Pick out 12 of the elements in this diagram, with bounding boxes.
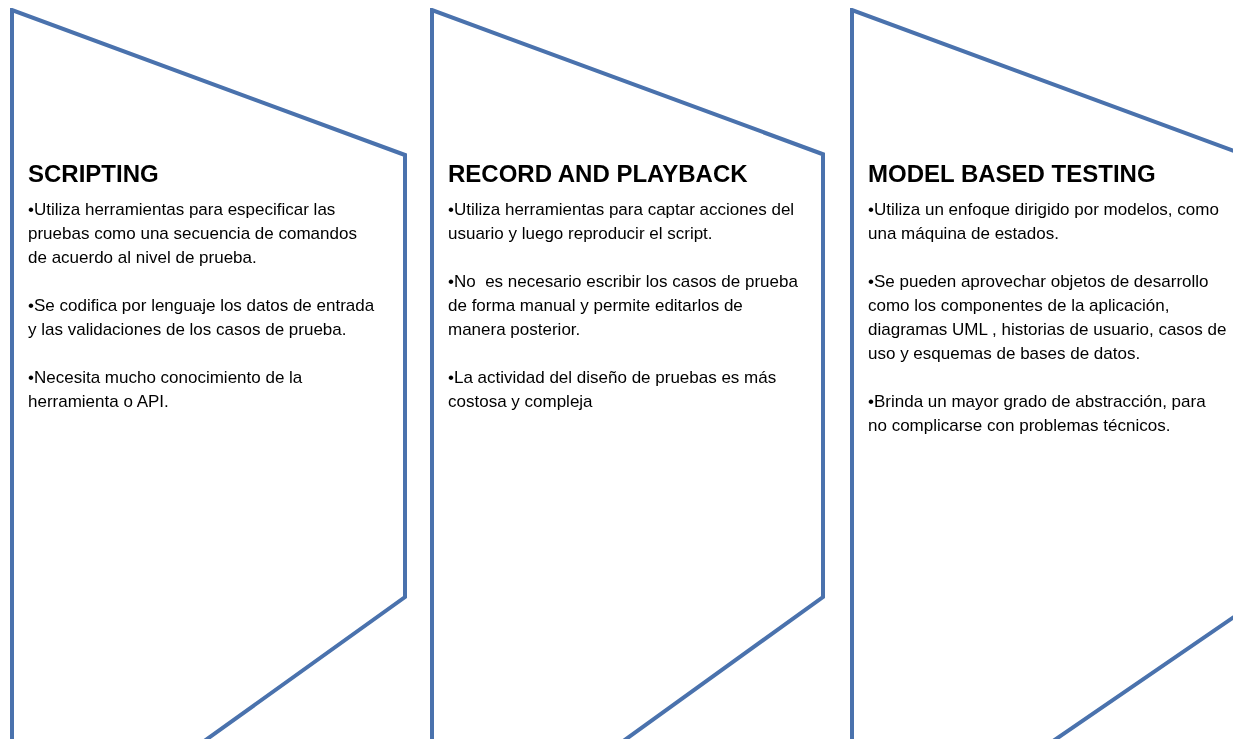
column-heading: SCRIPTING (28, 160, 160, 188)
bullet-text: •Se pueden aprovechar objetos de desarrollo como los componentes de la aplicación, diagramas UML , historias de usuario, casos de uso y esquemas de bases de datos. (868, 271, 1228, 365)
column-heading: MODEL BASED TESTING (868, 160, 1157, 188)
bullet-text: •No es necesario escribir los casos de prueba de forma manual y permite editarlos de manera posterior. (448, 271, 799, 341)
column-heading: RECORD AND PLAYBACK (448, 160, 749, 188)
bullet-text: •Necesita mucho conocimiento de la herramienta o API. (28, 367, 304, 413)
bullet-text: •Se codifica por lenguaje los datos de entrada y las validaciones de los casos de prueba. (28, 295, 376, 341)
bullet-text: •Utiliza un enfoque dirigido por modelos, como una máquina de estados. (868, 199, 1220, 245)
bullet-text: •Brinda un mayor grado de abstracción, para no complicarse con problemas técnicos. (868, 391, 1207, 437)
bullet-text: •Utiliza herramientas para captar acciones del usuario y luego reproducir el script. (448, 199, 796, 245)
bullet-text: •Utiliza herramientas para especificar las pruebas como una secuencia de comandos de acuerdo al nivel de prueba. (28, 199, 358, 269)
bullet-text: •La actividad del diseño de pruebas es más costosa y compleja (448, 367, 778, 413)
